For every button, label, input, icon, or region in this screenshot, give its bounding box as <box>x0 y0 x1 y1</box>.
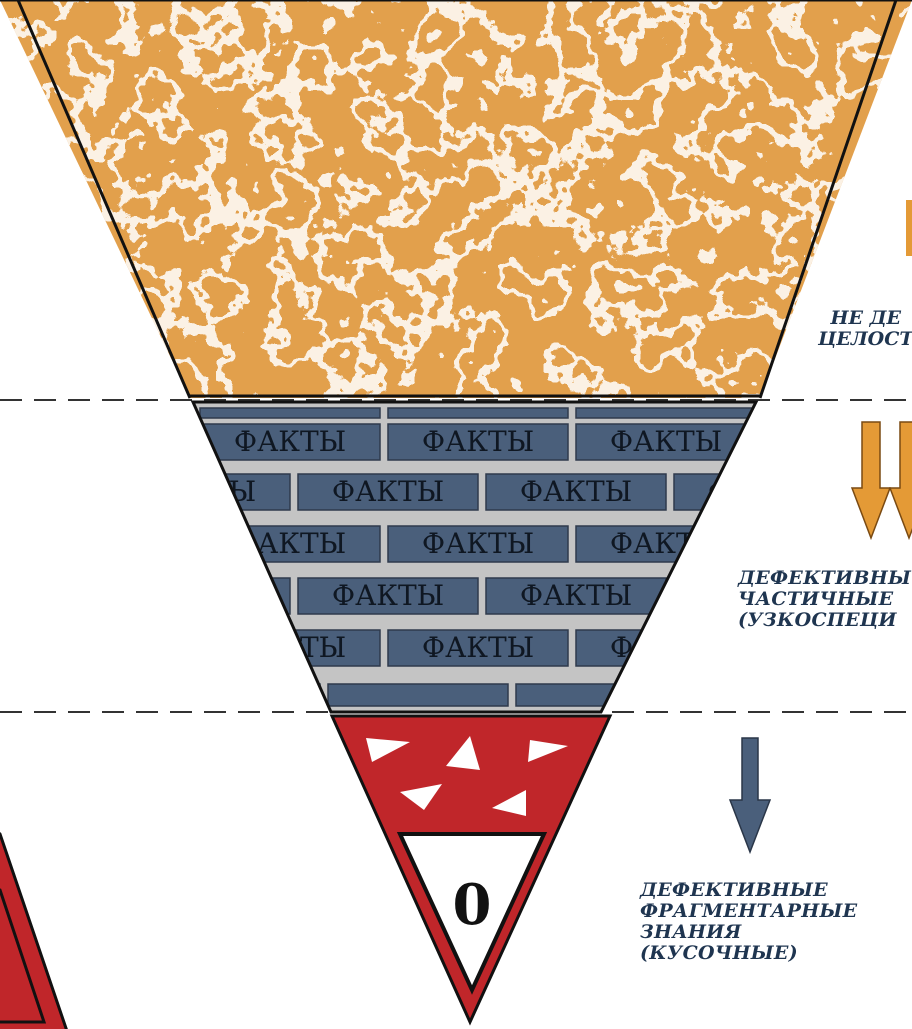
brick-label: ФАКТЫ <box>46 527 158 560</box>
brick-label: ФАКТЫ <box>520 475 632 508</box>
down-arrow-icon <box>906 200 912 256</box>
bottom-arrow <box>730 738 770 852</box>
brick-label: ФАКТЫ <box>0 475 68 508</box>
top-label-line-2: ЦЕЛОСТ <box>818 329 912 350</box>
brick-label: ФАКТЫ <box>422 425 534 458</box>
brick-label: ФАКТЫ <box>610 527 722 560</box>
bottom-label-line-2: ФРАГМЕНТАРНЫЕ <box>640 901 857 922</box>
brick-label: ФАКТЫ <box>234 631 346 664</box>
top-arrow-fragment <box>906 200 912 256</box>
brick <box>576 408 756 418</box>
down-arrow-icon <box>730 738 770 852</box>
brick-label: ФАКТЫ <box>798 527 910 560</box>
brick-label: ФАКТЫ <box>332 579 444 612</box>
brick-label: ФАКТЫ <box>422 527 534 560</box>
brick <box>12 424 192 460</box>
middle-label-line-1: ДЕФЕКТИВНЫ <box>738 568 911 589</box>
brick-label: ФАКТЫ <box>332 475 444 508</box>
middle-arrows <box>852 422 912 538</box>
brick-label: ФАКТЫ <box>144 579 256 612</box>
zero-label: 0 <box>453 872 492 938</box>
brick <box>0 684 132 706</box>
brick <box>12 408 192 418</box>
brick-label: ФАКТЫ <box>520 579 632 612</box>
bottom-label-line-1: ДЕФЕКТИВНЫЕ <box>640 880 857 901</box>
middle-label: ДЕФЕКТИВНЫ ЧАСТИЧНЫЕ (УЗКОСПЕЦИ <box>738 568 911 631</box>
brick-label: ФАКТЫ <box>0 579 68 612</box>
brick <box>0 578 102 614</box>
brick <box>0 408 4 418</box>
brick <box>110 474 290 510</box>
middle-section: ФАКТЫ ФАКТЫ ФАКТЫ ФАКТЫ ФАКТЫ ФАКТЫ ФАКТЫ ФАКТЫ… <box>0 402 912 712</box>
top-label-line-1: НЕ ДЕ <box>818 308 912 329</box>
brick-label: ФАКТЫ <box>610 425 722 458</box>
brick <box>764 408 912 418</box>
down-arrow-icon <box>852 422 890 538</box>
bottom-section: 0 <box>332 716 610 1022</box>
brick <box>110 578 290 614</box>
brick <box>674 474 854 510</box>
brick-label: ФАКТЫ <box>46 425 158 458</box>
brick <box>576 630 756 666</box>
side-triangle-fragment <box>0 800 70 1029</box>
brick <box>704 684 884 706</box>
down-arrow-icon <box>890 422 912 538</box>
bottom-label-line-3: ЗНАНИЯ <box>640 922 857 943</box>
brick <box>200 408 380 418</box>
brick <box>764 630 912 666</box>
brick <box>12 630 192 666</box>
bottom-label: ДЕФЕКТИВНЫЕ ФРАГМЕНТАРНЫЕ ЗНАНИЯ (КУСОЧН… <box>640 880 857 964</box>
brick <box>0 630 4 666</box>
brick <box>0 474 102 510</box>
brick-label: ФАКТЫ <box>798 425 910 458</box>
middle-label-line-2: ЧАСТИЧНЫЕ <box>738 589 911 610</box>
brick <box>200 630 380 666</box>
brick <box>764 526 912 562</box>
brick <box>0 526 4 562</box>
top-section <box>0 0 912 400</box>
brick <box>764 424 912 460</box>
brick-label: ФАКТЫ <box>234 425 346 458</box>
top-label: НЕ ДЕ ЦЕЛОСТ <box>818 308 912 350</box>
brick-label: ФАКТЫ <box>422 631 534 664</box>
brick <box>328 684 508 706</box>
brick <box>388 408 568 418</box>
middle-label-line-3: (УЗКОСПЕЦИ <box>738 610 911 631</box>
top-texture <box>0 0 912 400</box>
brick <box>140 684 320 706</box>
brick <box>0 424 4 460</box>
brick-label: ФАКТЫ <box>46 631 158 664</box>
brick-label: ФАКТЫ <box>798 631 910 664</box>
brick-label: ФАКТЫ <box>708 475 820 508</box>
brick <box>12 526 192 562</box>
bottom-label-line-4: (КУСОЧНЫЕ) <box>640 943 857 964</box>
